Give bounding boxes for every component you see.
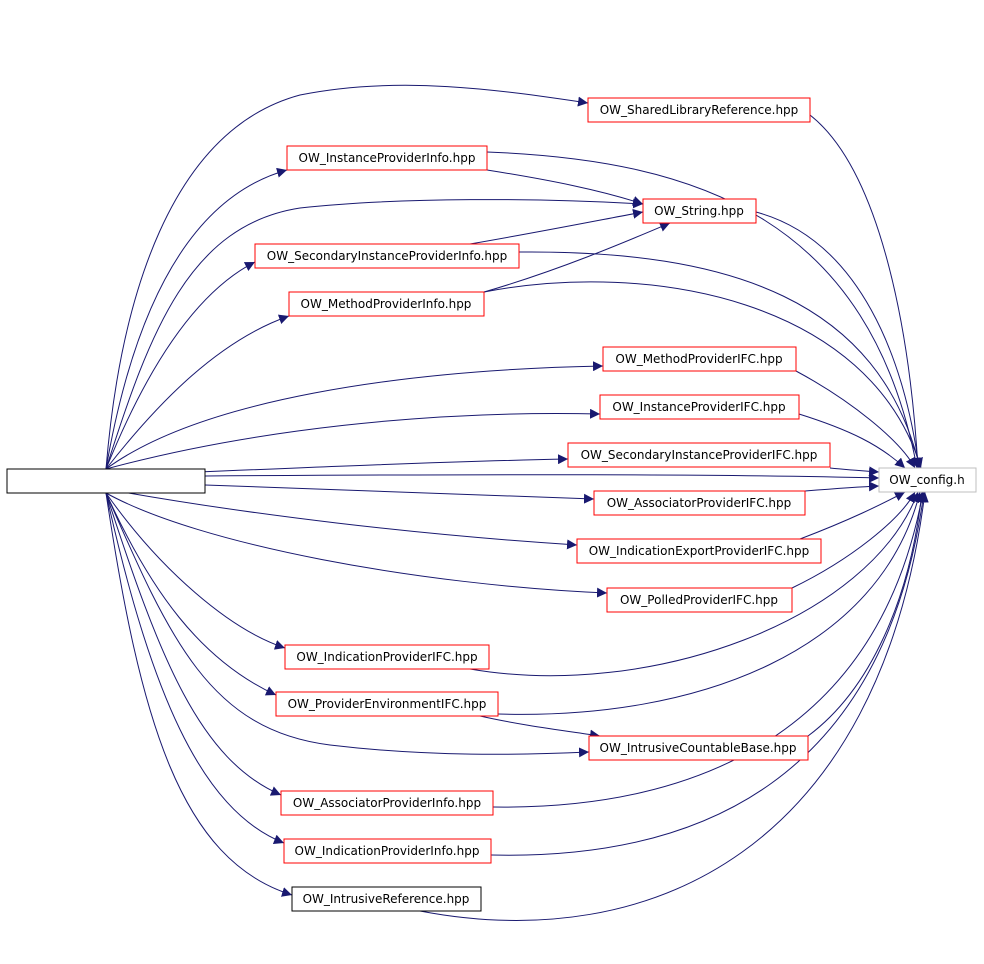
node-indication-provider-info[interactable]: OW_IndicationProviderInfo.hpp [283, 838, 492, 864]
edge-indpifc-to-config [469, 491, 920, 677]
node-box [878, 467, 977, 493]
node-intrusive-countable-base[interactable]: OW_IntrusiveCountableBase.hpp [588, 735, 809, 761]
node-label: OW_IndicationExportProviderIFC.hpp [589, 544, 810, 558]
edge-string-to-config [755, 211, 923, 469]
node-label: OW_InstanceProviderInfo.hpp [299, 151, 476, 165]
node-box [283, 838, 492, 864]
edge-root-to-ipifc [105, 408, 601, 470]
node-indication-export-provider-ifc[interactable]: OW_IndicationExportProviderIFC.hpp [576, 538, 822, 564]
node-label: OW_SecondaryInstanceProviderIFC.hpp [581, 448, 818, 462]
node-label: OW_ProviderIFCBaseIFC.hpp [21, 474, 191, 488]
edge-root-to-string [105, 198, 644, 470]
edge-mpinfo-to-string [483, 222, 671, 293]
node-associator-provider-info[interactable]: OW_AssociatorProviderInfo.hpp [280, 790, 494, 816]
node-box [254, 243, 520, 269]
node-label: OW_IndicationProviderInfo.hpp [295, 844, 480, 858]
node-label: OW_MethodProviderInfo.hpp [301, 297, 472, 311]
edge-peifc-to-icb [479, 715, 601, 740]
file-nodes: OW_ProviderIFCBaseIFC.hpp OW_SharedLibra… [6, 97, 977, 912]
node-indication-provider-ifc[interactable]: OW_IndicationProviderIFC.hpp [284, 644, 490, 670]
edge-shared-to-config [809, 114, 923, 469]
node-box [284, 644, 490, 670]
node-label: OW_MethodProviderIFC.hpp [615, 352, 782, 366]
node-box [291, 886, 482, 912]
node-intrusive-reference[interactable]: OW_IntrusiveReference.hpp [291, 886, 482, 912]
edge-ipinfo-to-config [486, 151, 921, 469]
edge-root-to-ipinfo [105, 167, 288, 470]
edge-ipifc-to-config [798, 413, 906, 469]
node-config[interactable]: OW_config.h [878, 467, 977, 493]
node-box [275, 691, 499, 717]
node-label: OW_IndicationProviderIFC.hpp [296, 650, 477, 664]
node-label: OW_AssociatorProviderIFC.hpp [607, 496, 792, 510]
edge-root-to-mpinfo [105, 314, 290, 470]
node-method-provider-ifc[interactable]: OW_MethodProviderIFC.hpp [602, 346, 797, 372]
node-box [599, 394, 800, 420]
node-label: OW_IntrusiveCountableBase.hpp [600, 741, 797, 755]
edge-sipinfo-to-config [518, 251, 923, 469]
node-box [280, 790, 494, 816]
edge-root-to-indpinfo [105, 492, 285, 844]
node-secondary-instance-provider-info[interactable]: OW_SecondaryInstanceProviderInfo.hpp [254, 243, 520, 269]
node-label: OW_PolledProviderIFC.hpp [620, 593, 778, 607]
edge-root-to-config [204, 472, 880, 483]
node-box [642, 198, 757, 224]
node-box [593, 490, 806, 516]
edge-ppifc-to-config [791, 491, 916, 589]
edge-root-to-shared [105, 84, 589, 470]
edge-iref-to-config [419, 491, 929, 921]
edge-peifc-to-config [497, 491, 923, 715]
node-label: OW_InstanceProviderIFC.hpp [612, 400, 785, 414]
node-box [588, 735, 809, 761]
edge-sipinfo-to-string [469, 208, 644, 245]
node-polled-provider-ifc[interactable]: OW_PolledProviderIFC.hpp [606, 587, 793, 613]
edge-indpinfo-to-config [490, 491, 928, 856]
dependency-edges [105, 84, 929, 921]
node-instance-provider-ifc[interactable]: OW_InstanceProviderIFC.hpp [599, 394, 800, 420]
node-box [288, 291, 485, 317]
edge-mpifc-to-config [795, 370, 916, 469]
node-secondary-instance-provider-ifc[interactable]: OW_SecondaryInstanceProviderIFC.hpp [567, 442, 831, 468]
node-method-provider-info[interactable]: OW_MethodProviderInfo.hpp [288, 291, 485, 317]
node-box [6, 468, 206, 494]
edge-sipifc-to-config [829, 466, 880, 477]
edge-root-to-iref [105, 492, 293, 897]
edge-root-to-apifc [204, 484, 595, 504]
node-box [576, 538, 822, 564]
node-provider-ifc-base-ifc[interactable]: OW_ProviderIFCBaseIFC.hpp [6, 468, 206, 494]
edge-apifc-to-config [804, 481, 880, 492]
node-shared-library-reference[interactable]: OW_SharedLibraryReference.hpp [587, 97, 811, 123]
node-box [567, 442, 831, 468]
node-box [286, 145, 488, 171]
node-label: OW_SecondaryInstanceProviderInfo.hpp [267, 249, 507, 263]
node-box [602, 346, 797, 372]
edge-mpinfo-to-config [483, 281, 923, 469]
edge-icb-to-config [807, 491, 926, 737]
node-box [606, 587, 793, 613]
node-box [587, 97, 811, 123]
node-label: OW_SharedLibraryReference.hpp [600, 103, 799, 117]
node-label: OW_IntrusiveReference.hpp [303, 892, 470, 906]
node-label: OW_String.hpp [654, 204, 744, 218]
edge-root-to-indpifc [105, 492, 286, 650]
node-string[interactable]: OW_String.hpp [642, 198, 757, 224]
edge-root-to-iepifc [105, 488, 578, 550]
node-label: OW_AssociatorProviderInfo.hpp [293, 796, 481, 810]
edge-root-to-sipinfo [105, 261, 256, 470]
node-label: OW_ProviderEnvironmentIFC.hpp [288, 697, 487, 711]
node-instance-provider-info[interactable]: OW_InstanceProviderInfo.hpp [286, 145, 488, 171]
edge-root-to-peifc [105, 492, 277, 696]
edge-ipinfo-to-string [486, 169, 644, 206]
edge-iepifc-to-config [799, 491, 906, 540]
node-label: OW_config.h [889, 473, 964, 487]
node-provider-environment-ifc[interactable]: OW_ProviderEnvironmentIFC.hpp [275, 691, 499, 717]
edge-root-to-icb [105, 492, 590, 758]
edge-root-to-apinfo [105, 492, 282, 796]
edge-root-to-ppifc [105, 492, 608, 598]
edge-root-to-mpifc [105, 361, 604, 470]
node-associator-provider-ifc[interactable]: OW_AssociatorProviderIFC.hpp [593, 490, 806, 516]
